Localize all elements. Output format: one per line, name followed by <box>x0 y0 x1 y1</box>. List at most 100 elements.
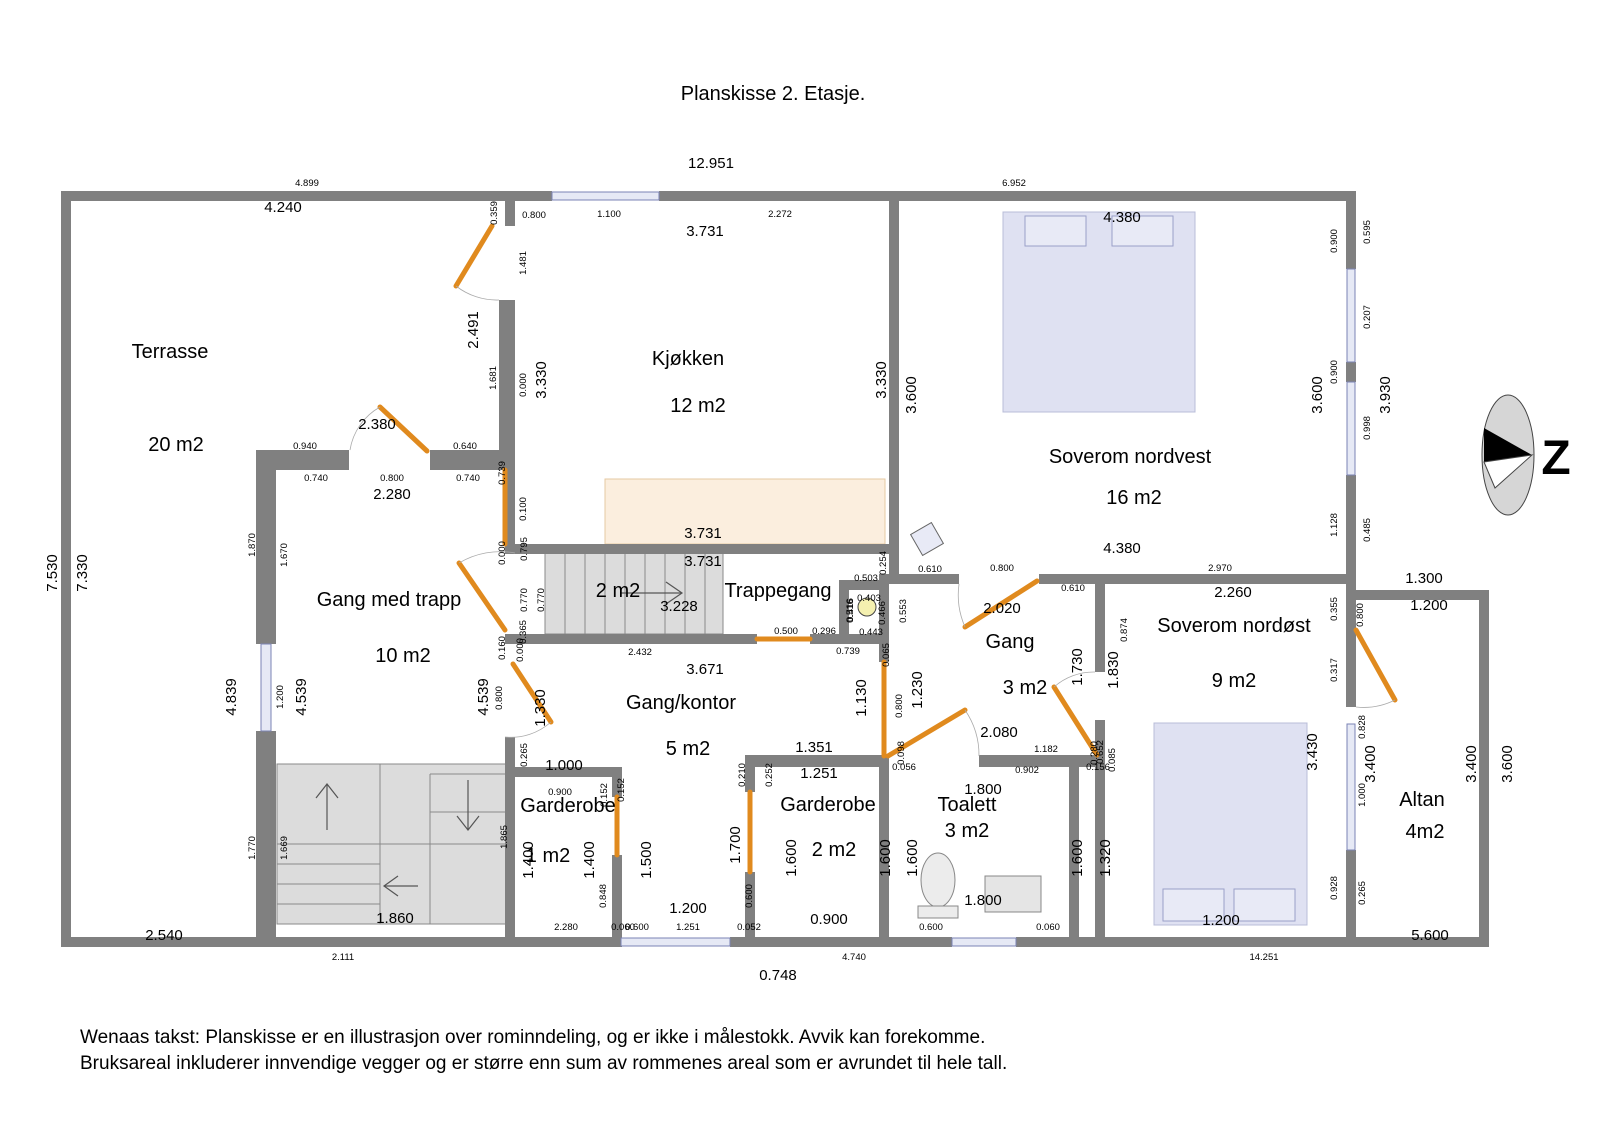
pillow <box>1162 888 1225 922</box>
room-area-gang-kontor: 5 m2 <box>666 738 710 760</box>
dimension-label: 0.595 <box>1362 220 1373 244</box>
dimension-label: 1.200 <box>1410 597 1448 614</box>
dimension-label: 7.330 <box>74 554 91 592</box>
dimension-label: 1.770 <box>247 836 258 860</box>
dimension-label: 0.848 <box>598 884 609 908</box>
dimension-label: 0.265 <box>1357 881 1368 905</box>
walls <box>61 191 1489 947</box>
dimension-label: 4.899 <box>295 178 319 189</box>
dimension-label: 1.251 <box>676 922 700 933</box>
dimension-label: 0.610 <box>918 564 942 575</box>
dimension-label: 1.865 <box>499 825 510 849</box>
window <box>1346 268 1356 363</box>
dimension-label: 0.485 <box>1362 518 1373 542</box>
dimension-label: 1.669 <box>279 836 290 860</box>
door <box>1051 684 1100 758</box>
window <box>551 191 660 201</box>
dimension-label: 0.252 <box>764 763 775 787</box>
dimension-label: 2.020 <box>983 600 1021 617</box>
dimension-label: 6.952 <box>1002 178 1026 189</box>
dimension-label: 0.000 <box>518 373 529 397</box>
dimension-label: 1.200 <box>1202 912 1240 929</box>
dimension-label: 0.900 <box>810 911 848 928</box>
dimension-label: 2.540 <box>145 927 183 944</box>
dimension-label: 3.600 <box>1499 745 1516 783</box>
dimension-label: 0.503 <box>854 573 878 584</box>
room-area-trapp: 2 m2 <box>596 580 640 602</box>
dimension-label: 4.539 <box>293 678 310 716</box>
doors <box>377 223 1398 875</box>
dimension-label: 0.739 <box>836 646 860 657</box>
door <box>962 578 1040 630</box>
dimension-label: 0.056 <box>892 762 916 773</box>
compass-label: Z <box>1541 432 1570 485</box>
dimension-label: 3.731 <box>684 553 722 570</box>
dimension-label: 4.740 <box>842 952 866 963</box>
toilet-bowl <box>920 852 956 908</box>
dimension-label: 0.210 <box>737 763 748 787</box>
dimension-label: 1.200 <box>275 685 286 709</box>
window <box>1346 381 1356 476</box>
dimension-label: 2.280 <box>373 486 411 503</box>
dimension-label: 0.800 <box>1355 603 1366 627</box>
pillow <box>1111 215 1174 247</box>
dimension-label: 0.156 <box>1086 762 1110 773</box>
dimension-label: 0.900 <box>1329 360 1340 384</box>
light-fixture-icon <box>857 597 877 617</box>
dimension-label: 0.739 <box>497 461 508 485</box>
sink <box>984 875 1042 913</box>
dimension-label: 2.970 <box>1208 563 1232 574</box>
dimension-label: 0.748 <box>759 967 797 984</box>
dimension-label: 1.000 <box>1357 783 1368 807</box>
dimension-label: 0.795 <box>519 537 530 561</box>
dimension-label: 0.770 <box>536 588 547 612</box>
dimension-label: 0.100 <box>518 497 529 521</box>
door <box>456 560 508 633</box>
dimension-label: 0.900 <box>1329 229 1340 253</box>
dimension-label: 1.600 <box>783 839 800 877</box>
dimension-label: 0.000 <box>515 638 526 662</box>
dimension-label: 2.280 <box>554 922 578 933</box>
room-name-soverom-nordost: Soverom nordøst <box>1157 615 1311 637</box>
door <box>885 707 968 759</box>
dimension-label: 3.400 <box>1463 745 1480 783</box>
dimension-label: 2.080 <box>980 724 1018 741</box>
dimension-label: 1.130 <box>853 679 870 717</box>
dimension-label: 0.740 <box>456 473 480 484</box>
dimension-label: 0.800 <box>380 473 404 484</box>
dimension-label: 0.416 <box>845 598 856 622</box>
door <box>377 404 430 454</box>
dimension-label: 0.065 <box>881 643 892 667</box>
window <box>1346 723 1356 851</box>
room-name-trappegang: Trappegang <box>724 580 831 602</box>
dimension-label: 1.600 <box>904 839 921 877</box>
room-name-toalett: Toalett <box>938 794 997 816</box>
dimension-label: 2.111 <box>332 952 354 963</box>
dimension-label: 0.443 <box>859 627 883 638</box>
dimension-label: 0.928 <box>1329 876 1340 900</box>
dimension-label: 0.770 <box>519 588 530 612</box>
dimension-label: 0.600 <box>625 922 649 933</box>
dimension-label: 0.874 <box>1119 618 1130 642</box>
dimension-label: 1.870 <box>247 533 258 557</box>
room-area-toalett: 3 m2 <box>945 820 989 842</box>
furniture <box>276 211 1308 926</box>
room-name-gang: Gang <box>986 631 1035 653</box>
dimension-label: 3.930 <box>1377 376 1394 414</box>
dimension-label: 2.491 <box>465 311 482 349</box>
room-name-garderobe-2: Garderobe <box>780 794 876 816</box>
dimension-label: 1.400 <box>581 841 598 879</box>
compass-icon <box>1481 394 1535 516</box>
room-name-kjokken: Kjøkken <box>652 348 724 370</box>
dimension-label: 0.600 <box>744 884 755 908</box>
dimension-label: 0.085 <box>1107 748 1118 772</box>
dimension-label: 1.600 <box>877 839 894 877</box>
room-area-garderobe-2: 2 m2 <box>812 839 856 861</box>
dimension-label: 0.265 <box>519 743 530 767</box>
dimension-label: 5.600 <box>1411 927 1449 944</box>
dimension-label: 1.400 <box>520 841 537 879</box>
dimension-label: 0.828 <box>1357 715 1368 739</box>
